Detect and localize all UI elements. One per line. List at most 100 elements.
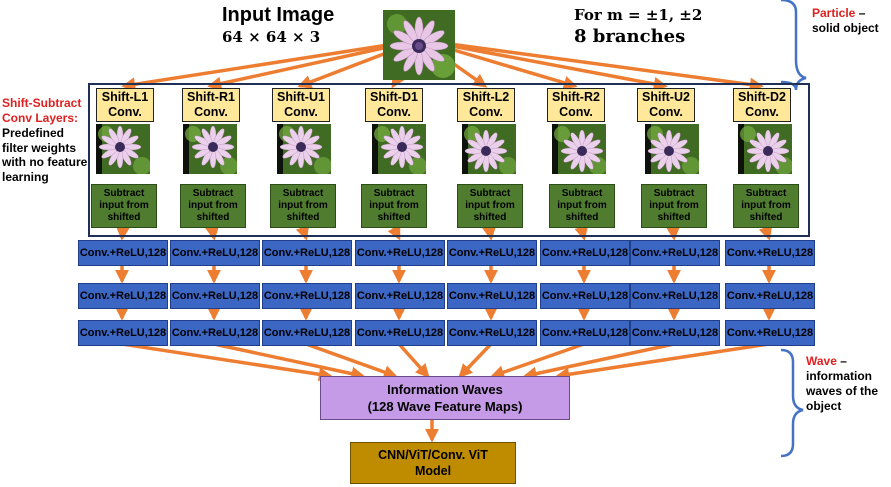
shift-label: Shift-U2 (642, 90, 690, 104)
shift-subtract-label: Shift-Subtract Conv Layers: Predefined f… (2, 96, 88, 184)
information-waves-box: Information Waves (128 Wave Feature Maps… (320, 376, 570, 420)
input-to-shift-arrow (121, 38, 421, 92)
conv-relu-box: Conv.+ReLU,128 (170, 320, 260, 346)
conv-label: Conv. (194, 105, 228, 119)
subtract-text: Subtract (745, 188, 787, 199)
subtract-text: input from (649, 200, 699, 211)
conv-relu-box: Conv.+ReLU,128 (540, 320, 630, 346)
shift-label: Shift-R1 (187, 90, 235, 104)
conv-relu-box: Conv.+ReLU,128 (355, 283, 445, 309)
conv-relu-box: Conv.+ReLU,128 (630, 283, 720, 309)
particle-brace (780, 0, 807, 91)
conv-to-info-arrow (121, 342, 333, 382)
conv-label: Conv. (108, 105, 142, 119)
flower-icon (372, 124, 426, 174)
particle-label: Particle – solid object (812, 6, 879, 35)
subtract-text: input from (188, 200, 238, 211)
branches-count-label: 8 branches (574, 26, 686, 47)
subtract-text: input from (741, 200, 791, 211)
input-to-shift-arrow (419, 38, 668, 91)
conv-label: Conv. (559, 105, 593, 119)
conv-to-info-arrow (305, 342, 398, 379)
conv-relu-box: Conv.+ReLU,128 (170, 283, 260, 309)
subtract-text: Subtract (469, 188, 511, 199)
conv-to-info-arrow (213, 342, 366, 381)
wave-label: Wave – information waves of the object (806, 354, 879, 413)
conv-relu-box: Conv.+ReLU,128 (170, 240, 260, 266)
subtract-text: Subtract (192, 188, 234, 199)
conv-label: Conv. (284, 105, 318, 119)
conv-to-info-arrow (397, 342, 430, 379)
conv-relu-box: Conv.+ReLU,128 (540, 283, 630, 309)
subtract-text: shifted (377, 212, 411, 223)
conv-relu-box: Conv.+ReLU,128 (447, 320, 537, 346)
subtract-text: shifted (286, 212, 320, 223)
subtract-text: shifted (565, 212, 599, 223)
conv-relu-box: Conv.+ReLU,128 (355, 320, 445, 346)
conv-relu-box: Conv.+ReLU,128 (447, 240, 537, 266)
conv-to-info-arrow (490, 342, 585, 379)
conv-to-info-arrow (458, 342, 493, 379)
flower-icon (462, 124, 516, 174)
conv-to-info-arrow (555, 342, 770, 382)
conv-relu-box: Conv.+ReLU,128 (447, 283, 537, 309)
conv-relu-box: Conv.+ReLU,128 (355, 240, 445, 266)
conv-to-info-arrow (522, 342, 675, 381)
wave-brace (780, 348, 804, 458)
subtract-text: Subtract (373, 188, 415, 199)
subtract-text: Subtract (561, 188, 603, 199)
shifted-flower-thumbnail (183, 124, 237, 174)
flower-icon (183, 124, 237, 174)
conv-relu-box: Conv.+ReLU,128 (725, 283, 815, 309)
shift-label: Shift-D1 (370, 90, 418, 104)
shift-subtract-panel (88, 83, 810, 237)
flower-icon (277, 124, 331, 174)
subtract-text: input from (369, 200, 419, 211)
shift-label: Shift-U1 (277, 90, 325, 104)
flower-icon (738, 124, 792, 174)
shifted-flower-thumbnail (552, 124, 606, 174)
shift-label: Shift-L2 (462, 90, 510, 104)
m-values-label: For m = ±1, ±2 (574, 6, 703, 24)
subtract-text: shifted (196, 212, 230, 223)
shifted-flower-thumbnail (738, 124, 792, 174)
conv-relu-box: Conv.+ReLU,128 (78, 240, 168, 266)
conv-relu-box: Conv.+ReLU,128 (262, 283, 352, 309)
flower-icon (645, 124, 699, 174)
input-to-shift-arrow (419, 38, 764, 92)
conv-relu-box: Conv.+ReLU,128 (725, 320, 815, 346)
shifted-flower-thumbnail (645, 124, 699, 174)
subtract-text: input from (557, 200, 607, 211)
conv-label: Conv. (745, 105, 779, 119)
shift-label: Shift-D2 (738, 90, 786, 104)
shift-label: Shift-L1 (101, 90, 149, 104)
model-box: CNN/ViT/Conv. ViT Model (350, 442, 516, 484)
subtract-text: input from (465, 200, 515, 211)
conv-label: Conv. (377, 105, 411, 119)
shifted-flower-thumbnail (372, 124, 426, 174)
shifted-flower-thumbnail (462, 124, 516, 174)
subtract-text: Subtract (282, 188, 324, 199)
conv-relu-box: Conv.+ReLU,128 (262, 320, 352, 346)
subtract-text: input from (99, 200, 149, 211)
input-image-size: 64 × 64 × 3 (222, 28, 321, 46)
conv-label: Conv. (469, 105, 503, 119)
subtract-text: Subtract (653, 188, 695, 199)
flower-icon (383, 10, 455, 80)
shifted-flower-thumbnail (96, 124, 150, 174)
conv-relu-box: Conv.+ReLU,128 (78, 283, 168, 309)
